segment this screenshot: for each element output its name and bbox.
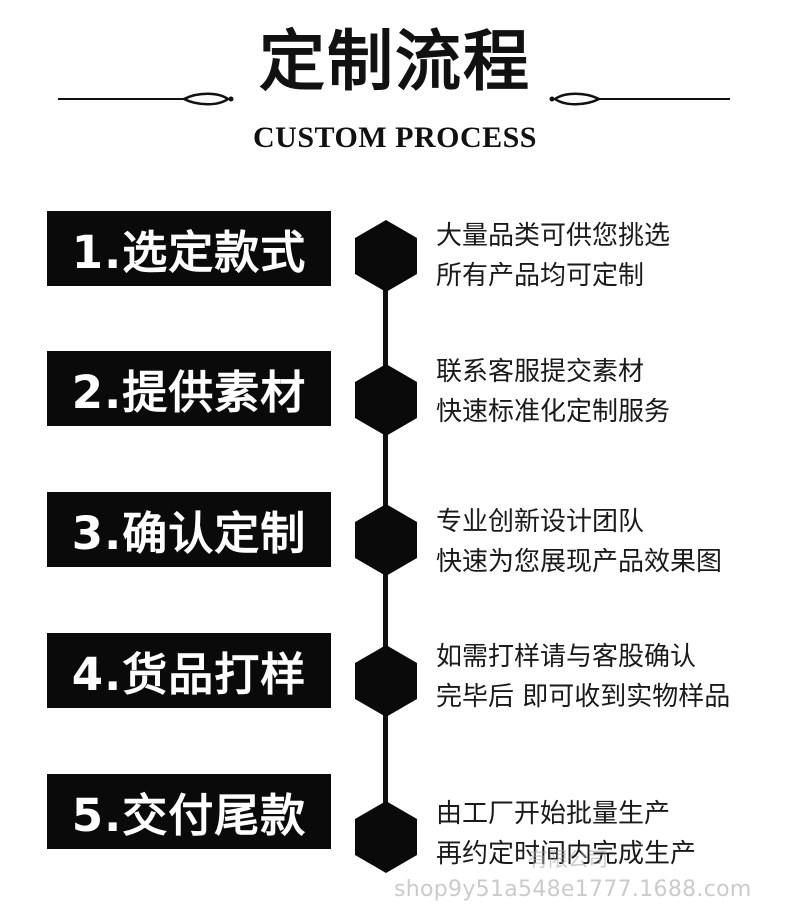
right-ornament <box>549 92 730 106</box>
step-4-label-box: 4.货品打样 <box>47 633 331 708</box>
step-1-label: 1.选定款式 <box>71 226 307 279</box>
step-4-hexagon-icon <box>355 645 417 717</box>
step-5-label: 5.交付尾款 <box>71 789 307 842</box>
step-5-hexagon-icon <box>355 801 417 873</box>
step-5-description: 由工厂开始批量生产 再约定时间内完成生产 <box>436 794 696 874</box>
page-subtitle: CUSTOM PROCESS <box>252 121 537 154</box>
watermark-company: 有限公司 <box>528 847 608 871</box>
step-4-line-1: 如需打样请与客股确认 <box>436 642 697 672</box>
step-3-label: 3.确认定制 <box>71 507 307 560</box>
step-4-label: 4.货品打样 <box>71 648 307 701</box>
step-1-line-1: 大量品类可供您挑选 <box>436 221 671 251</box>
watermark-url: shop9y51a548e1777.1688.com <box>394 877 752 902</box>
step-4-line-2: 完毕后 即可收到实物样品 <box>436 682 731 712</box>
step-2-line-2: 快速标准化定制服务 <box>436 397 671 427</box>
step-5-line-1: 由工厂开始批量生产 <box>436 799 671 829</box>
step-3-line-2: 快速为您展现产品效果图 <box>436 547 723 577</box>
step-2-label-box: 2.提供素材 <box>47 351 331 426</box>
step-2-description: 联系客服提交素材 快速标准化定制服务 <box>436 352 670 432</box>
step-3-description: 专业创新设计团队 快速为您展现产品效果图 <box>436 502 722 582</box>
step-3-label-box: 3.确认定制 <box>47 492 331 567</box>
step-3-line-1: 专业创新设计团队 <box>436 507 645 537</box>
step-3-hexagon-icon <box>355 504 417 576</box>
step-5-label-box: 5.交付尾款 <box>47 774 331 849</box>
page-title: 定制流程 <box>259 22 531 100</box>
step-2-line-1: 联系客服提交素材 <box>436 357 645 387</box>
step-1-hexagon-icon <box>355 220 417 292</box>
step-1-label-box: 1.选定款式 <box>47 211 331 286</box>
step-2-hexagon-icon <box>355 364 417 436</box>
step-1-line-2: 所有产品均可定制 <box>436 261 645 291</box>
step-2-label: 2.提供素材 <box>71 366 307 419</box>
step-5-line-2: 再约定时间内完成生产 <box>436 839 697 869</box>
left-ornament <box>58 92 234 106</box>
step-4-description: 如需打样请与客股确认 完毕后 即可收到实物样品 <box>436 637 730 717</box>
step-1-description: 大量品类可供您挑选 所有产品均可定制 <box>436 216 670 296</box>
